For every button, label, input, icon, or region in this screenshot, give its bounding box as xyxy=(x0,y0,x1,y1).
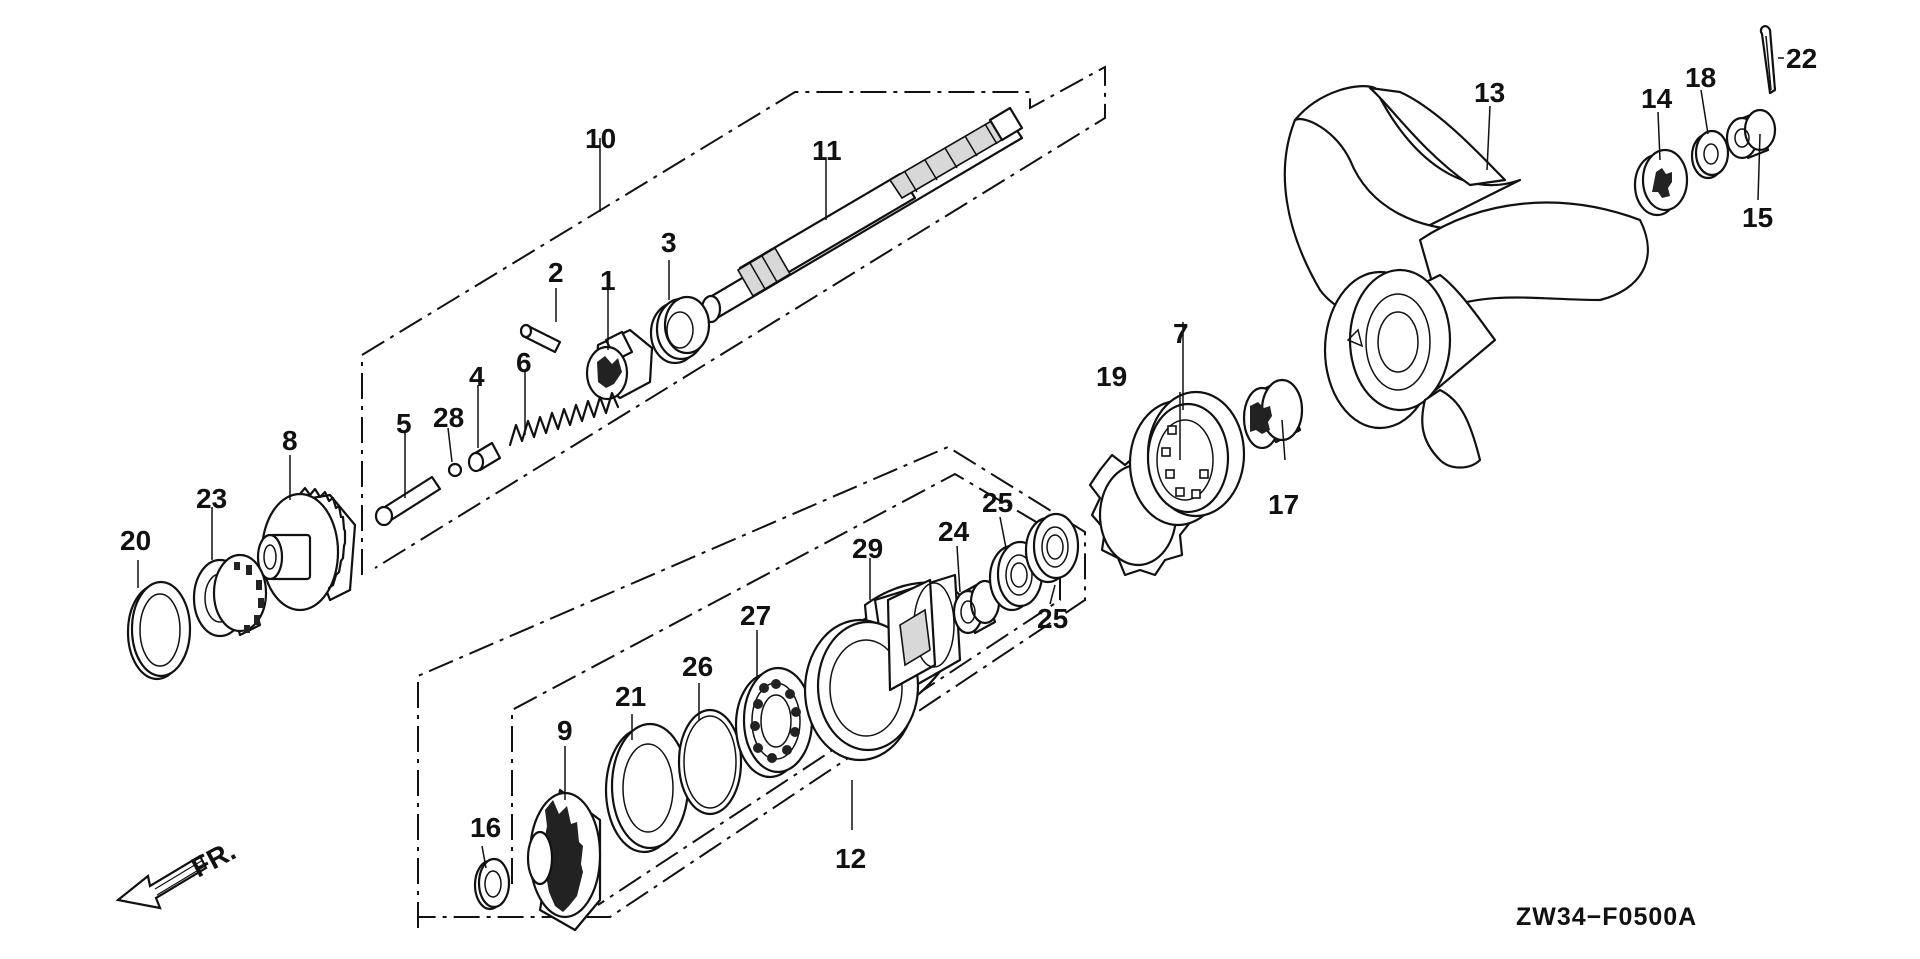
callout-4: 4 xyxy=(469,361,485,392)
callout-14: 14 xyxy=(1641,83,1673,114)
callout-3: 3 xyxy=(661,227,677,258)
callout-12: 12 xyxy=(835,843,866,874)
callout-8: 8 xyxy=(282,425,298,456)
forward-gear xyxy=(256,486,357,612)
callout-10: 10 xyxy=(585,123,616,154)
diagram-code: ZW34−F0500A xyxy=(1516,903,1697,931)
gear-shim xyxy=(604,722,690,854)
callout-25-lower: 25 xyxy=(1037,603,1068,634)
callout-2: 2 xyxy=(548,257,564,288)
thrust-washer-small xyxy=(473,857,511,911)
callout-15: 15 xyxy=(1742,202,1773,233)
radial-ball-bearing xyxy=(734,666,814,779)
needle-roller-bearing xyxy=(192,553,268,638)
callout-13: 13 xyxy=(1474,77,1505,108)
callout-29: 29 xyxy=(852,533,883,564)
callout-5: 5 xyxy=(396,408,412,439)
o-ring xyxy=(677,708,743,816)
ring-nut xyxy=(1128,390,1246,527)
shaft-holder xyxy=(803,573,962,762)
callout-18: 18 xyxy=(1685,62,1716,93)
callout-28: 28 xyxy=(433,402,464,433)
oil-seal-b xyxy=(1024,512,1080,584)
callout-25-upper: 25 xyxy=(982,487,1013,518)
shift-spring xyxy=(508,391,620,447)
group-box-12 xyxy=(417,445,1086,928)
spring-clip xyxy=(649,295,711,365)
callout-7: 7 xyxy=(1173,318,1189,349)
callout-19: 19 xyxy=(1096,361,1127,392)
callout-26: 26 xyxy=(682,651,713,682)
callout-11: 11 xyxy=(812,135,842,166)
steel-ball xyxy=(447,462,463,478)
thrust-washer-front xyxy=(126,580,192,681)
clutch-shifter xyxy=(585,328,654,401)
callout-17: 17 xyxy=(1268,489,1299,520)
needle-bearing-small xyxy=(952,579,1001,635)
callout-16: 16 xyxy=(470,812,501,843)
cross-pin xyxy=(519,323,562,354)
spline-washer xyxy=(1633,148,1689,217)
callout-21: 21 xyxy=(615,681,646,712)
callout-22: 22 xyxy=(1786,43,1817,74)
callout-1: 1 xyxy=(600,265,616,296)
plain-washer xyxy=(1690,129,1730,180)
front-direction-arrow-icon: FR. xyxy=(115,835,241,910)
callout-27: 27 xyxy=(740,600,771,631)
propeller xyxy=(1283,85,1649,469)
castle-nut xyxy=(1725,108,1777,160)
reverse-gear xyxy=(526,788,602,932)
thrust-hub-washer xyxy=(1242,378,1304,450)
callout-9: 9 xyxy=(557,715,573,746)
push-rod xyxy=(374,475,442,527)
callout-23: 23 xyxy=(196,483,227,514)
callout-6: 6 xyxy=(516,347,532,378)
callout-20: 20 xyxy=(120,525,151,556)
shift-slider xyxy=(467,441,502,473)
callout-24: 24 xyxy=(938,516,970,547)
callout-numbers: 10 11 3 2 1 4 6 28 5 8 23 20 16 9 21 26 … xyxy=(120,43,1817,874)
leader-lines xyxy=(137,57,1784,869)
propeller-shaft xyxy=(700,106,1024,324)
cotter-pin xyxy=(1759,25,1777,95)
group-box-10 xyxy=(361,65,1106,575)
